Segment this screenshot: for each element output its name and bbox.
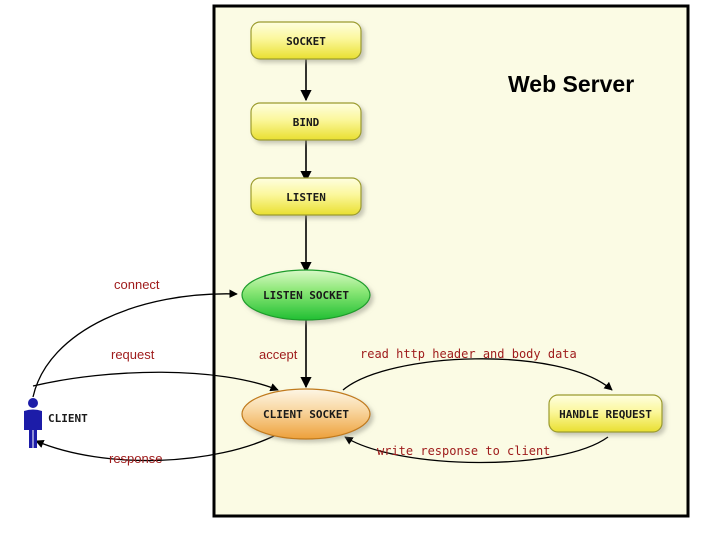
actor-client[interactable]: CLIENT [24,398,88,448]
edge-label-request: request [111,347,155,362]
edge-label-accept: accept [259,347,298,362]
edge-request [32,371,279,392]
node-client-socket-label: CLIENT SOCKET [263,408,349,421]
node-listen-socket-label: LISTEN SOCKET [263,289,349,302]
node-socket-label: SOCKET [286,35,326,48]
node-listen[interactable]: LISTEN [250,177,362,216]
node-listen-socket[interactable]: LISTEN SOCKET [241,269,371,321]
edge-label-response: response [109,451,162,466]
node-listen-label: LISTEN [286,191,326,204]
edge-write-response [344,436,609,464]
edge-connect [32,289,238,398]
node-bind-label: BIND [293,116,320,129]
node-client-socket[interactable]: CLIENT SOCKET [241,388,371,440]
node-handle-request-label: HANDLE REQUEST [559,408,652,421]
edge-label-read-request: read http header and body data [360,347,577,361]
edge-label-connect: connect [114,277,160,292]
actor-client-label: CLIENT [48,412,88,425]
person-icon [24,398,42,448]
edge-read-request [342,358,613,391]
node-bind[interactable]: BIND [250,102,362,141]
edge-response [35,433,279,462]
node-handle-request[interactable]: HANDLE REQUEST [548,394,663,433]
diagram-title: Web Server [508,71,634,97]
node-socket[interactable]: SOCKET [250,21,362,60]
edge-label-write-response: write response to client [377,444,550,458]
